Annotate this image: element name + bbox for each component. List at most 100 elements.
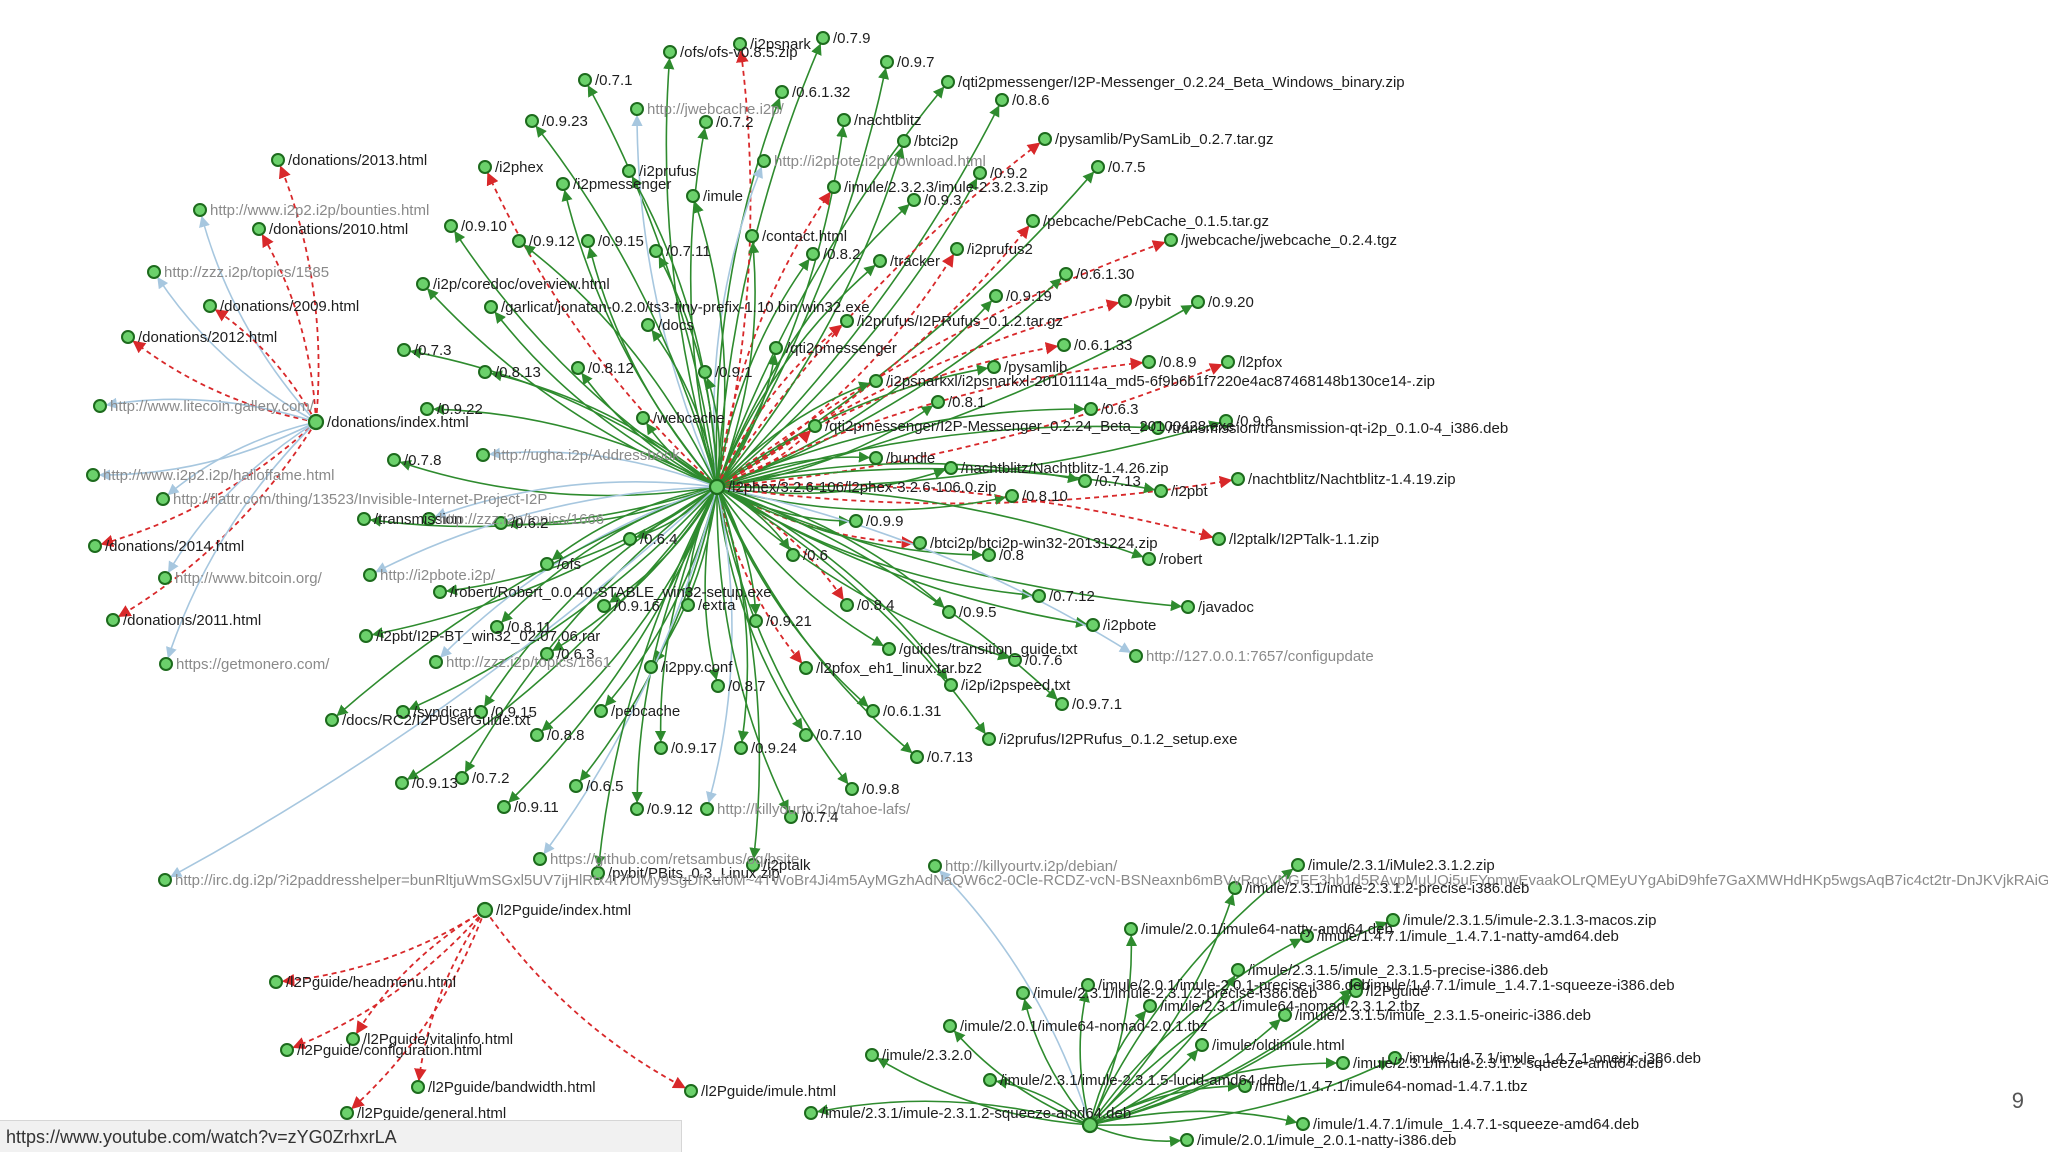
graph-node[interactable] [698,365,712,379]
graph-node[interactable] [745,229,759,243]
graph-node[interactable] [1231,472,1245,486]
graph-node[interactable] [982,548,996,562]
graph-node[interactable] [684,1084,698,1098]
graph-node[interactable] [1180,1133,1194,1147]
graph-node[interactable] [1143,999,1157,1013]
graph-node[interactable] [474,705,488,719]
graph-node[interactable] [987,360,1001,374]
graph-node[interactable] [433,585,447,599]
graph-node[interactable] [269,975,283,989]
graph-node[interactable] [699,115,713,129]
graph-node[interactable] [989,289,1003,303]
graph-node[interactable] [882,642,896,656]
graph-node[interactable] [1349,984,1363,998]
graph-node[interactable] [1086,618,1100,632]
graph-node[interactable] [571,361,585,375]
graph-node[interactable] [944,461,958,475]
graph-node[interactable] [1164,233,1178,247]
graph-hub-node[interactable] [708,478,726,496]
graph-node[interactable] [784,810,798,824]
graph-node[interactable] [422,512,436,526]
graph-node[interactable] [1091,160,1105,174]
graph-node[interactable] [1181,600,1195,614]
graph-node[interactable] [845,782,859,796]
graph-node[interactable] [644,660,658,674]
graph-node[interactable] [942,605,956,619]
graph-node[interactable] [325,713,339,727]
graph-node[interactable] [865,1048,879,1062]
graph-node[interactable] [1291,858,1305,872]
graph-node[interactable] [490,620,504,634]
graph-node[interactable] [581,234,595,248]
graph-node[interactable] [411,1080,425,1094]
graph-node[interactable] [494,516,508,530]
graph-node[interactable] [1219,414,1233,428]
graph-node[interactable] [1238,1079,1252,1093]
graph-node[interactable] [775,85,789,99]
graph-node[interactable] [869,374,883,388]
graph-node[interactable] [931,395,945,409]
graph-node[interactable] [649,244,663,258]
graph-node[interactable] [497,800,511,814]
graph-node[interactable] [910,750,924,764]
graph-node[interactable] [1055,697,1069,711]
graph-node[interactable] [1129,649,1143,663]
graph-node[interactable] [1191,295,1205,309]
graph-node[interactable] [533,852,547,866]
graph-node[interactable] [907,193,921,207]
graph-node[interactable] [941,75,955,89]
graph-node[interactable] [982,732,996,746]
graph-node[interactable] [1078,474,1092,488]
graph-node[interactable] [1016,986,1030,1000]
graph-node[interactable] [1231,963,1245,977]
graph-node[interactable] [1151,421,1165,435]
graph-node[interactable] [86,468,100,482]
graph-node[interactable] [869,451,883,465]
graph-node[interactable] [681,598,695,612]
graph-node[interactable] [806,247,820,261]
graph-node[interactable] [840,598,854,612]
graph-node[interactable] [816,31,830,45]
graph-node[interactable] [340,1106,354,1120]
graph-node[interactable] [983,1073,997,1087]
graph-node[interactable] [203,299,217,313]
graph-node[interactable] [280,1043,294,1057]
graph-node[interactable] [387,453,401,467]
graph-node[interactable] [897,134,911,148]
graph-node[interactable] [1038,132,1052,146]
graph-node[interactable] [395,776,409,790]
graph-node[interactable] [591,866,605,880]
graph-node[interactable] [158,571,172,585]
graph-node[interactable] [1118,294,1132,308]
graph-node[interactable] [700,802,714,816]
graph-node[interactable] [476,448,490,462]
graph-node[interactable] [156,492,170,506]
graph-node[interactable] [799,728,813,742]
graph-node[interactable] [808,419,822,433]
graph-node[interactable] [686,189,700,203]
graph-node[interactable] [444,219,458,233]
graph-node[interactable] [420,402,434,416]
graph-node[interactable] [746,858,760,872]
graph-node[interactable] [1084,402,1098,416]
graph-node[interactable] [950,242,964,256]
graph-node[interactable] [594,704,608,718]
graph-node[interactable] [359,629,373,643]
graph-node[interactable] [630,102,644,116]
graph-node[interactable] [346,1032,360,1046]
graph-node[interactable] [397,343,411,357]
graph-node[interactable] [569,779,583,793]
graph-node[interactable] [866,704,880,718]
graph-node[interactable] [837,113,851,127]
graph-node[interactable] [416,277,430,291]
graph-node[interactable] [478,160,492,174]
graph-node[interactable] [711,679,725,693]
graph-node[interactable] [944,678,958,692]
graph-node[interactable] [973,166,987,180]
graph-node[interactable] [455,771,469,785]
graph-node[interactable] [1057,338,1071,352]
graph-node[interactable] [1005,489,1019,503]
graph-node[interactable] [734,741,748,755]
graph-node[interactable] [663,45,677,59]
graph-node[interactable] [271,153,285,167]
